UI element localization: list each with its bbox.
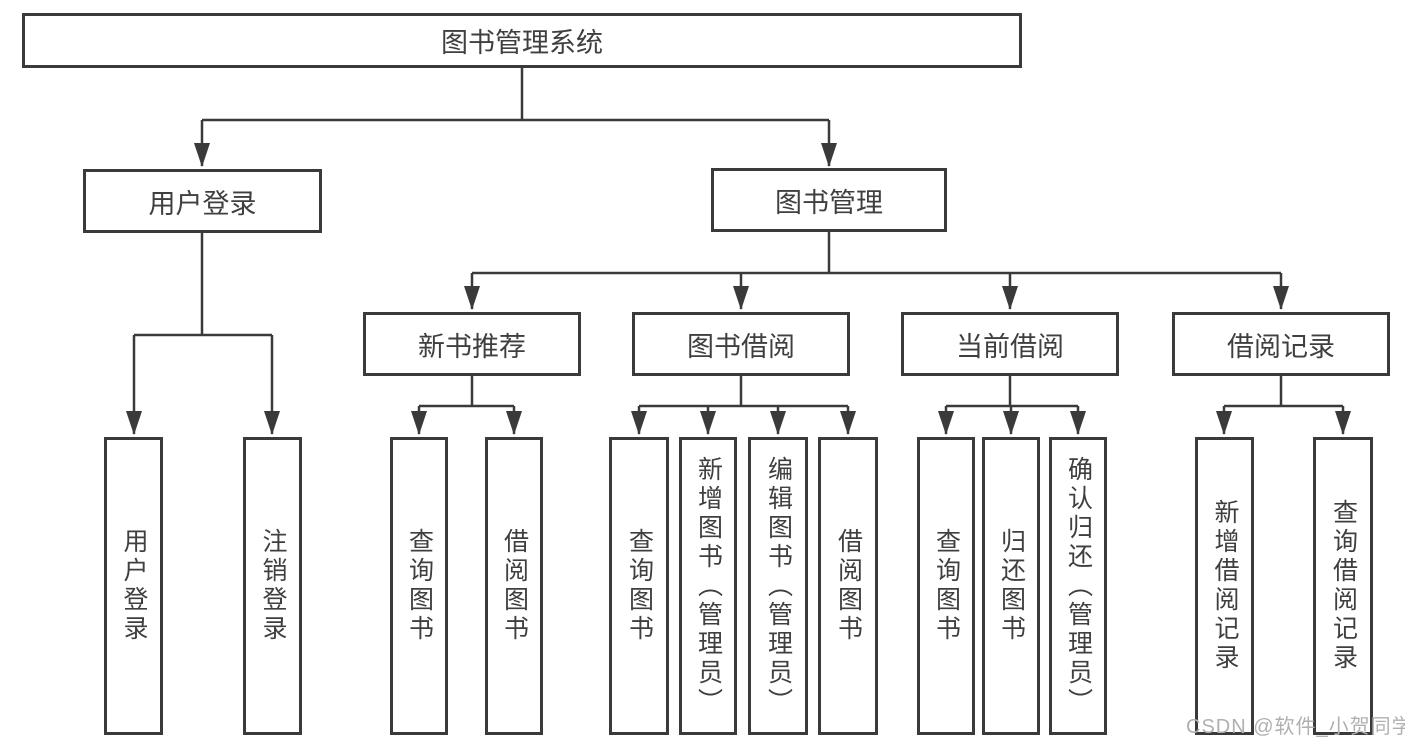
leaf-recommend-query-books: 查询图书 bbox=[390, 437, 448, 735]
leaf-current-confirm-return-admin: 确认归还（管理员） bbox=[1049, 437, 1107, 735]
watermark: CSDN @软件_小贺同学 bbox=[1186, 716, 1405, 738]
leaf-borrowing-borrow-books: 借阅图书 bbox=[818, 437, 878, 735]
node-library-management-system: 图书管理系统 bbox=[22, 13, 1022, 68]
leaf-records-query-record: 查询借阅记录 bbox=[1313, 437, 1373, 735]
leaf-logout: 注销登录 bbox=[243, 437, 302, 735]
node-book-borrowing: 图书借阅 bbox=[632, 312, 850, 376]
node-current-borrowing: 当前借阅 bbox=[901, 312, 1119, 376]
leaf-current-return-books: 归还图书 bbox=[982, 437, 1040, 735]
node-book-management: 图书管理 bbox=[711, 168, 947, 232]
leaf-recommend-borrow-books: 借阅图书 bbox=[485, 437, 543, 735]
leaf-current-query-books: 查询图书 bbox=[917, 437, 975, 735]
leaf-user-login: 用户登录 bbox=[104, 437, 163, 735]
leaf-borrowing-add-books-admin: 新增图书（管理员） bbox=[679, 437, 737, 735]
node-new-book-recommend: 新书推荐 bbox=[363, 312, 581, 376]
leaf-records-add-record: 新增借阅记录 bbox=[1195, 437, 1254, 735]
node-borrowing-records: 借阅记录 bbox=[1172, 312, 1390, 376]
node-user-login: 用户登录 bbox=[83, 169, 322, 233]
leaf-borrowing-edit-books-admin: 编辑图书（管理员） bbox=[748, 437, 808, 735]
leaf-borrowing-query-books: 查询图书 bbox=[609, 437, 669, 735]
